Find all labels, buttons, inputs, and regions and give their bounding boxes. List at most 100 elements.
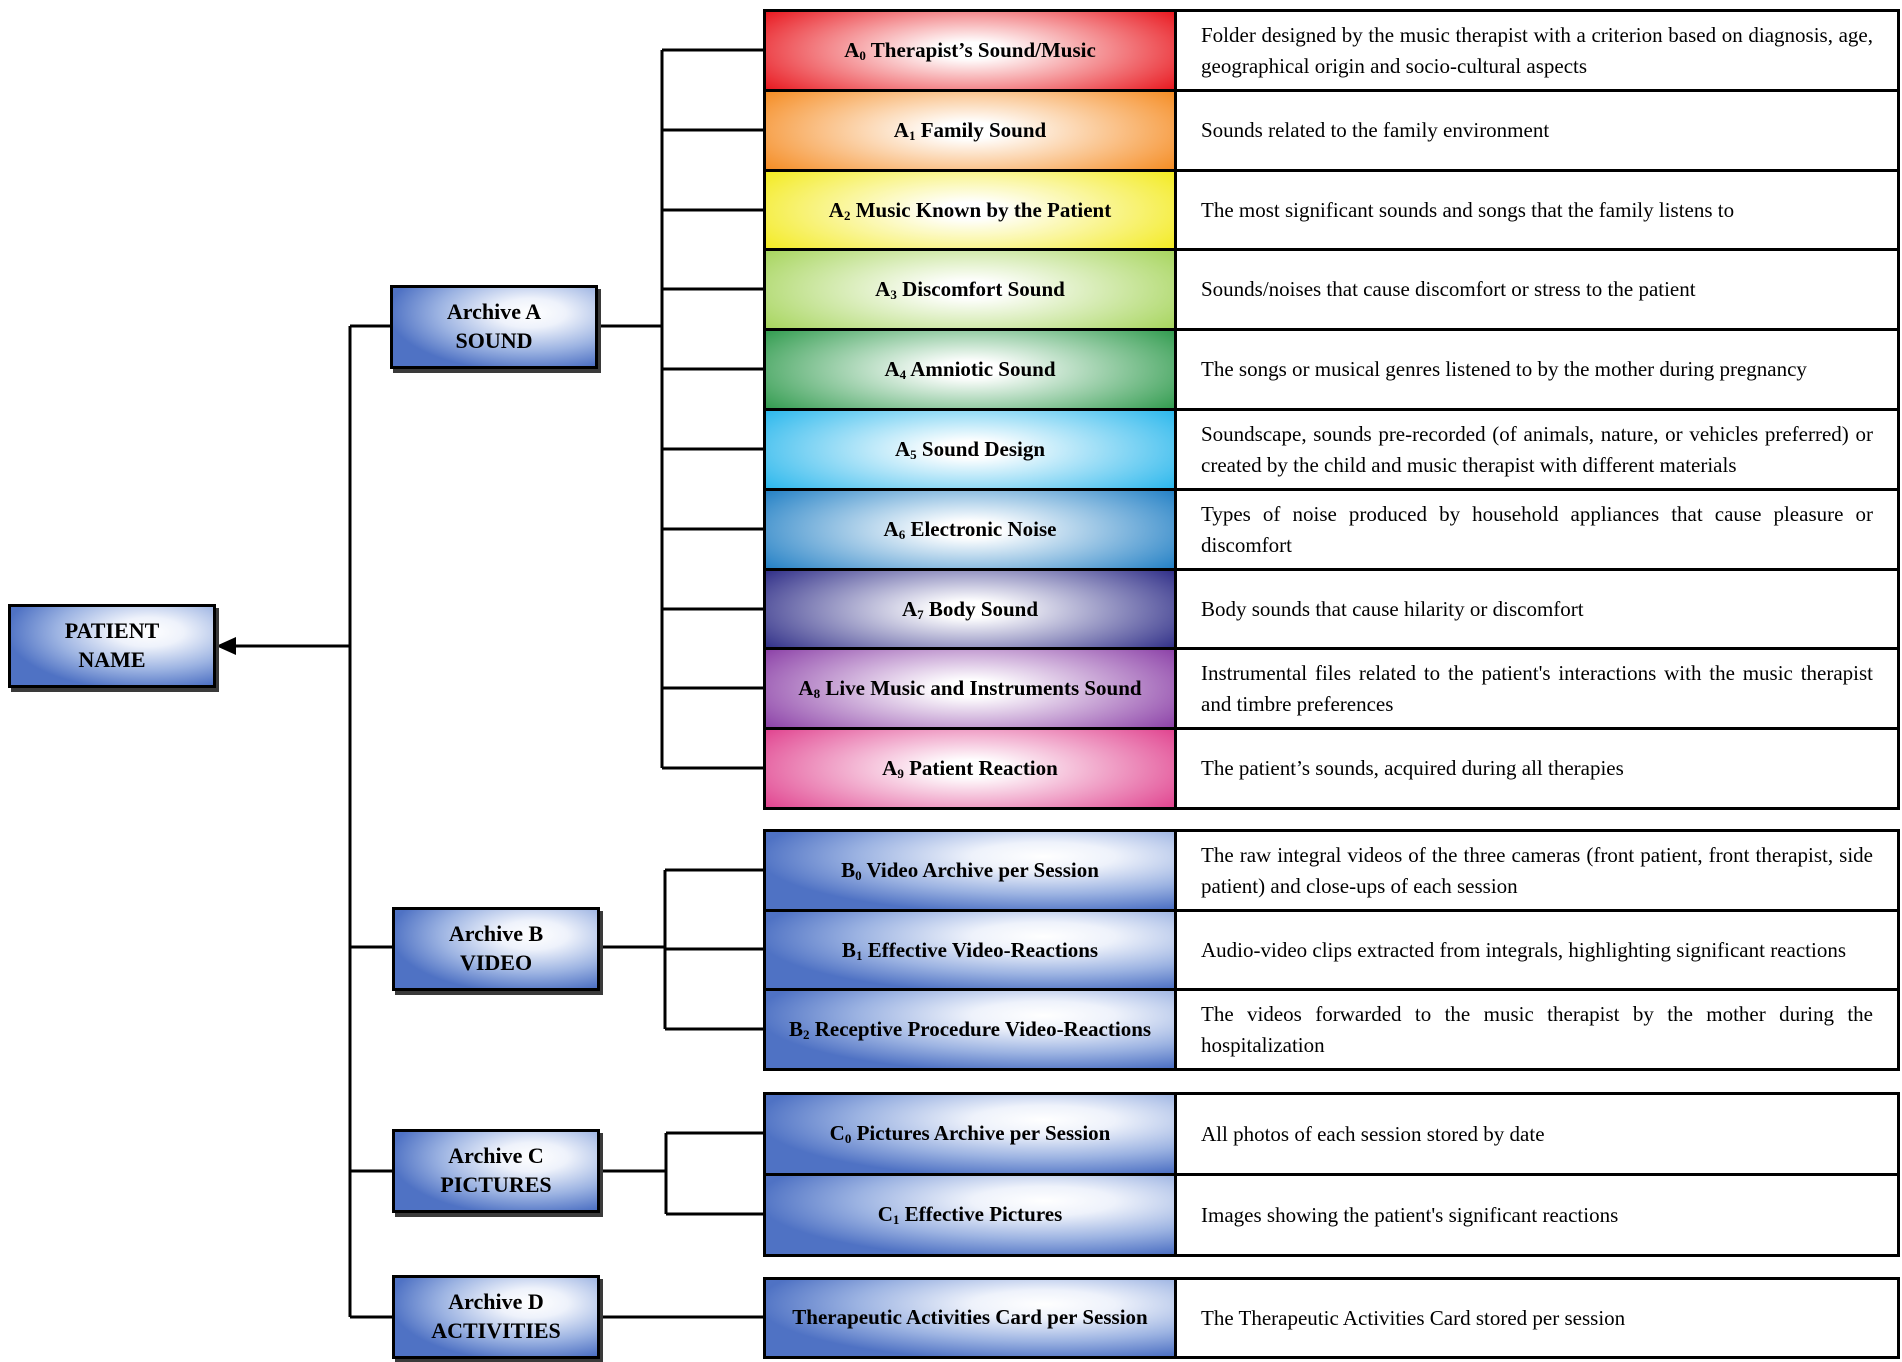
archive-d-type: ACTIVITIES — [431, 1318, 561, 1343]
video-category-label: B0 Video Archive per Session — [841, 857, 1099, 884]
sound-category-label: A1 Family Sound — [894, 117, 1046, 144]
sound-category-label: A5 Sound Design — [895, 436, 1045, 463]
category-title: Family Sound — [920, 117, 1047, 142]
sound-category-label: A6 Electronic Noise — [884, 516, 1057, 543]
category-index: 4 — [899, 366, 907, 382]
video-description-1: Audio-video clips extracted from integra… — [1177, 909, 1900, 992]
category-title: Therapeutic Activities Card per Session — [792, 1305, 1148, 1330]
category-code: B — [788, 1016, 803, 1041]
sound-category-7: A7 Body Sound — [763, 568, 1177, 651]
video-category-label: B2 Receptive Procedure Video-Reactions — [789, 1016, 1151, 1043]
video-category-label: B1 Effective Video-Reactions — [842, 937, 1098, 964]
sound-description-9: The patient’s sounds, acquired during al… — [1177, 727, 1900, 810]
sound-category-5: A5 Sound Design — [763, 408, 1177, 491]
sound-description-6: Types of noise produced by household app… — [1177, 488, 1900, 571]
category-title: Effective Video-Reactions — [867, 937, 1099, 962]
pictures-description-0: All photos of each session stored by dat… — [1177, 1092, 1900, 1176]
description-text: Folder designed by the music therapist w… — [1201, 23, 1873, 78]
video-description-2: The videos forwarded to the music therap… — [1177, 988, 1900, 1071]
pictures-category-0: C0 Pictures Archive per Session — [763, 1092, 1177, 1176]
video-category-1: B1 Effective Video-Reactions — [763, 909, 1177, 992]
sound-description-1: Sounds related to the family environment — [1177, 89, 1900, 172]
pictures-category-1: C1 Effective Pictures — [763, 1173, 1177, 1257]
category-title: Effective Pictures — [904, 1202, 1063, 1227]
pictures-description-1: Images showing the patient's significant… — [1177, 1173, 1900, 1257]
sound-category-label: A0 Therapist’s Sound/Music — [844, 37, 1096, 64]
description-text: The raw integral videos of the three cam… — [1201, 843, 1873, 898]
description-text: Body sounds that cause hilarity or disco… — [1201, 597, 1584, 622]
category-title: Therapist’s Sound/Music — [870, 37, 1096, 62]
category-code: C — [829, 1121, 845, 1146]
video-category-0: B0 Video Archive per Session — [763, 829, 1177, 912]
category-code: A — [884, 356, 900, 381]
sound-category-4: A4 Amniotic Sound — [763, 328, 1177, 411]
category-title: Discomfort Sound — [902, 276, 1065, 301]
description-text: The Therapeutic Activities Card stored p… — [1201, 1305, 1626, 1330]
category-index: 1 — [855, 947, 863, 963]
sound-description-3: Sounds/noises that cause discomfort or s… — [1177, 248, 1900, 331]
description-text: Soundscape, sounds pre-recorded (of anim… — [1201, 422, 1873, 477]
sound-category-label: A3 Discomfort Sound — [875, 276, 1065, 303]
archive-a-name: Archive A — [446, 299, 542, 325]
category-index: 0 — [855, 867, 862, 883]
category-code: A — [883, 516, 899, 541]
archive-d-name: Archive D — [448, 1289, 544, 1315]
pictures-category-label: C0 Pictures Archive per Session — [830, 1120, 1111, 1147]
archive-c-name: Archive C — [448, 1143, 544, 1169]
video-category-2: B2 Receptive Procedure Video-Reactions — [763, 988, 1177, 1071]
archive-b-name: Archive B — [448, 921, 544, 947]
category-index: 9 — [897, 765, 904, 781]
category-code: A — [828, 197, 844, 222]
sound-category-label: A4 Amniotic Sound — [884, 356, 1055, 383]
category-code: B — [841, 857, 856, 882]
sound-category-6: A6 Electronic Noise — [763, 488, 1177, 571]
activities-description-0: The Therapeutic Activities Card stored p… — [1177, 1277, 1900, 1359]
description-text: Audio-video clips extracted from integra… — [1201, 938, 1847, 963]
category-code: A — [882, 755, 898, 780]
description-text: Sounds related to the family environment — [1201, 118, 1550, 143]
sound-description-5: Soundscape, sounds pre-recorded (of anim… — [1177, 408, 1900, 491]
category-title: Patient Reaction — [909, 755, 1058, 780]
sound-description-7: Body sounds that cause hilarity or disco… — [1177, 568, 1900, 651]
description-text: Sounds/noises that cause discomfort or s… — [1201, 277, 1696, 302]
sound-description-2: The most significant sounds and songs th… — [1177, 169, 1900, 252]
category-index: 1 — [892, 1212, 900, 1228]
description-text: All photos of each session stored by dat… — [1201, 1121, 1545, 1146]
sound-category-3: A3 Discomfort Sound — [763, 248, 1177, 331]
description-text: The songs or musical genres listened to … — [1201, 357, 1807, 382]
category-code: A — [844, 37, 860, 62]
description-text: Instrumental files related to the patien… — [1201, 661, 1873, 716]
category-index: 3 — [890, 286, 897, 302]
category-index: 5 — [910, 446, 917, 462]
description-text: Images showing the patient's significant… — [1201, 1202, 1619, 1227]
category-index: 0 — [859, 47, 866, 63]
category-title: Video Archive per Session — [866, 857, 1099, 882]
sound-category-0: A0 Therapist’s Sound/Music — [763, 9, 1177, 92]
sound-category-label: A9 Patient Reaction — [882, 755, 1058, 782]
patient-label-line2: NAME — [78, 647, 146, 672]
sound-category-8: A8 Live Music and Instruments Sound — [763, 647, 1177, 730]
sound-description-8: Instrumental files related to the patien… — [1177, 647, 1900, 730]
category-code: A — [875, 276, 891, 301]
description-text: The videos forwarded to the music therap… — [1201, 1002, 1873, 1057]
category-code: A — [798, 675, 814, 700]
sound-description-0: Folder designed by the music therapist w… — [1177, 9, 1900, 92]
activities-category-label: Therapeutic Activities Card per Session — [792, 1304, 1147, 1331]
archive-d-box: Archive D ACTIVITIES — [392, 1275, 600, 1359]
sound-category-9: A9 Patient Reaction — [763, 727, 1177, 810]
sound-category-label: A8 Live Music and Instruments Sound — [798, 675, 1141, 702]
category-index: 2 — [802, 1026, 810, 1042]
category-title: Music Known by the Patient — [855, 197, 1112, 222]
category-code: A — [901, 596, 918, 621]
archive-c-type: PICTURES — [440, 1172, 552, 1197]
sound-category-2: A2 Music Known by the Patient — [763, 169, 1177, 252]
category-index: 0 — [844, 1131, 852, 1147]
category-title: Receptive Procedure Video-Reactions — [814, 1016, 1152, 1041]
category-index: 2 — [843, 207, 851, 223]
category-code: C — [877, 1202, 893, 1227]
category-title: Sound Design — [921, 436, 1046, 461]
category-code: B — [841, 937, 856, 962]
